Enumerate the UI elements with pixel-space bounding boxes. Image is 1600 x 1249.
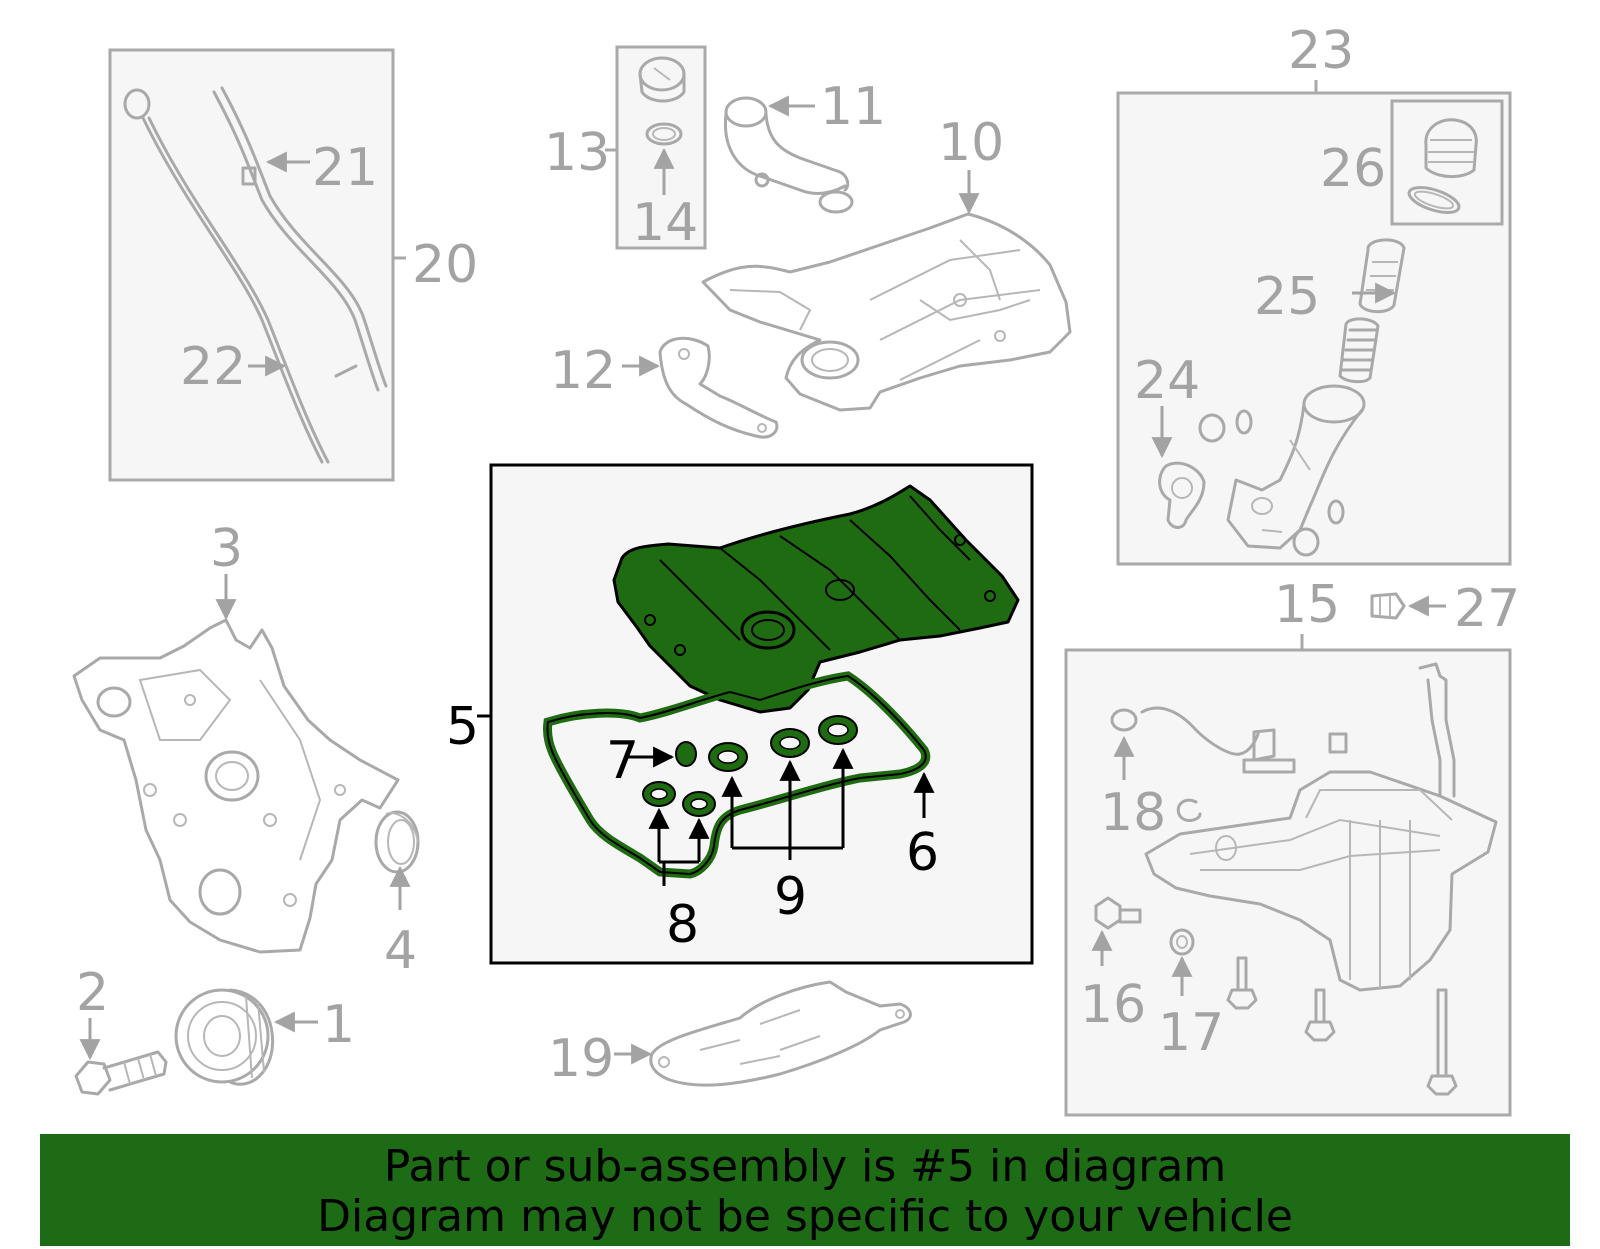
breather-hose	[723, 96, 854, 214]
label-6: 6	[906, 823, 939, 883]
label-25: 25	[1254, 267, 1320, 327]
pressure-sensor	[1370, 592, 1406, 620]
label-21: 21	[312, 138, 378, 198]
oil-filler-cap-group: 13 14	[544, 45, 707, 253]
label-17: 17	[1158, 1003, 1224, 1063]
label-19: 19	[548, 1029, 614, 1089]
label-27: 27	[1454, 579, 1520, 639]
oil-filter-cap	[1424, 118, 1478, 178]
banner-line-1: Part or sub-assembly is #5 in diagram	[383, 1141, 1227, 1192]
label-9: 9	[774, 867, 807, 927]
label-23: 23	[1288, 21, 1354, 81]
label-5: 5	[446, 697, 479, 757]
info-banner: Part or sub-assembly is #5 in diagram Di…	[40, 1134, 1570, 1246]
timing-cover	[72, 618, 400, 954]
label-13: 13	[544, 123, 610, 183]
valve-cover	[612, 484, 1020, 714]
sensor-group: 27	[1370, 579, 1520, 639]
pan-bolts	[1226, 956, 1458, 1096]
label-26: 26	[1320, 139, 1386, 199]
label-12: 12	[550, 341, 616, 401]
drain-plug-washer	[1169, 928, 1195, 956]
filler-cap-seal	[645, 122, 683, 146]
clip	[1176, 798, 1202, 822]
valve-cover-group: 5 6 7 8 9	[446, 463, 1034, 965]
oil-pan	[1144, 770, 1498, 992]
plug-small	[1198, 409, 1345, 557]
pulley-bolt	[74, 1050, 168, 1096]
crank-pulley	[174, 988, 275, 1086]
label-7: 7	[606, 731, 639, 791]
housing-gasket	[1158, 461, 1206, 529]
dipstick-tube	[212, 86, 388, 392]
label-1: 1	[322, 995, 355, 1055]
label-3: 3	[210, 519, 243, 579]
spark-plug-tube-seals-8	[642, 781, 716, 817]
label-10: 10	[938, 113, 1004, 173]
oil-filter-housing-group: 23 26 25 24	[1116, 21, 1512, 566]
front-seal	[374, 810, 420, 874]
breather-hose-group: 11	[723, 77, 886, 214]
oil-level-sensor	[1110, 706, 1296, 774]
label-24: 24	[1134, 351, 1200, 411]
label-20: 20	[412, 235, 478, 295]
filter-housing	[1226, 384, 1366, 550]
label-2: 2	[76, 963, 109, 1023]
label-14: 14	[632, 193, 698, 253]
engine-cover	[701, 212, 1072, 412]
oil-filter-cap-seal	[1407, 186, 1461, 214]
filler-cap	[638, 56, 686, 103]
engine-cover-group: 10	[701, 113, 1072, 412]
label-16: 16	[1080, 975, 1146, 1035]
oil-pan-group: 15 18 16 17	[1064, 575, 1512, 1117]
label-18: 18	[1100, 783, 1166, 843]
banner-line-2: Diagram may not be specific to your vehi…	[317, 1191, 1293, 1242]
pan-plug	[1328, 732, 1348, 754]
label-4: 4	[384, 921, 417, 981]
label-8: 8	[666, 895, 699, 955]
timing-cover-group: 3	[72, 519, 400, 954]
label-15: 15	[1274, 575, 1340, 635]
drain-plug	[1094, 896, 1142, 930]
heat-shield-group: 19	[548, 980, 912, 1089]
bracket-group: 12	[550, 336, 779, 439]
filter-spring	[1338, 317, 1380, 384]
dipstick	[123, 88, 330, 464]
part-7-grommet	[675, 741, 697, 767]
heat-shield	[649, 980, 912, 1087]
pan-dipstick-tube	[1418, 662, 1456, 798]
spark-plug-tube-seals-9	[708, 715, 858, 772]
bracket	[658, 336, 779, 439]
label-11: 11	[820, 77, 886, 137]
valve-cover-gasket	[543, 671, 931, 879]
front-seal-group: 4	[374, 810, 420, 981]
dipstick-group: 21 22 20	[108, 48, 478, 482]
label-22: 22	[180, 337, 246, 397]
pulley-group: 1 2	[74, 963, 355, 1096]
